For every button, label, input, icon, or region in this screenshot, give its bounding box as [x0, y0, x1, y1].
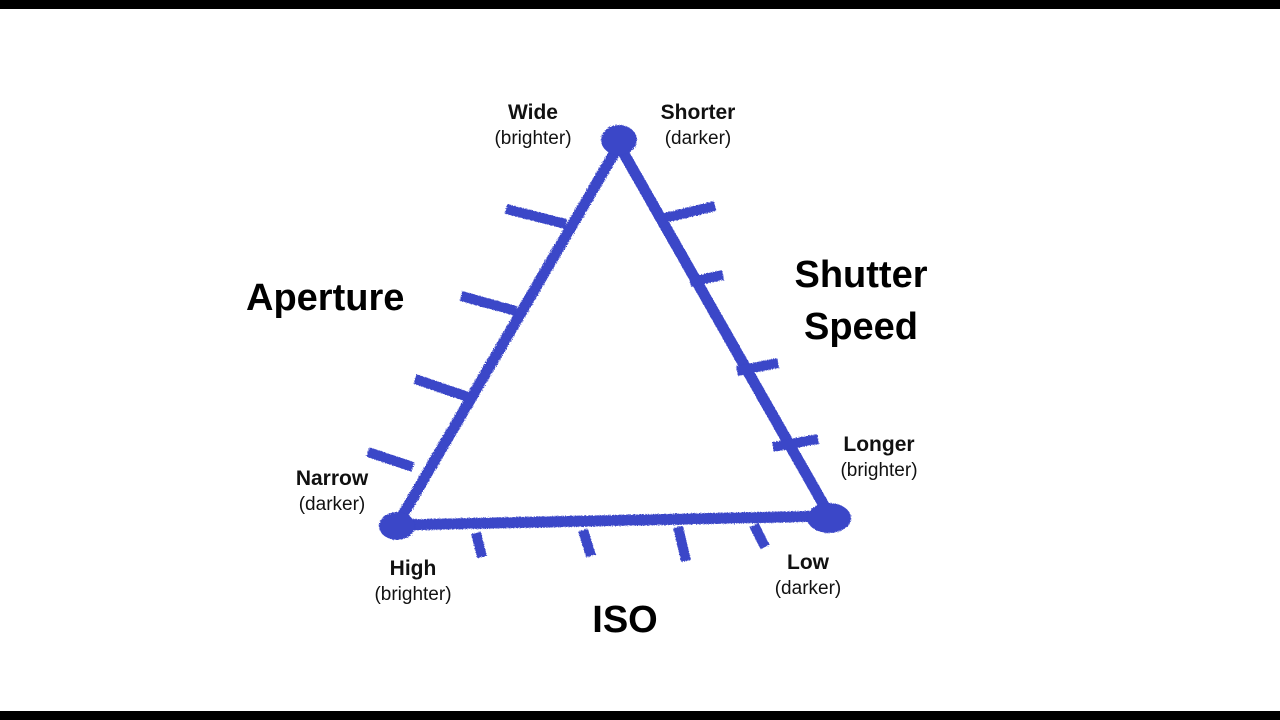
shutter-tick	[688, 270, 725, 287]
shutter-longer-sub: (brighter)	[840, 460, 918, 481]
iso-high-sub: (brighter)	[374, 584, 452, 605]
shutter-tick	[663, 201, 717, 223]
bottom-letterbox-bar	[0, 711, 1280, 720]
iso-low-main: Low	[787, 551, 829, 574]
shutter-longer-label: Longer (brighter)	[829, 432, 929, 484]
aperture-tick	[504, 204, 568, 229]
shutter-speed-title: Shutter Speed	[786, 249, 936, 353]
top-corner-dot	[601, 125, 637, 155]
shutter-tick	[736, 358, 779, 376]
aperture-tick	[459, 291, 518, 316]
iso-tick	[578, 528, 596, 558]
aperture-tick	[366, 447, 415, 472]
iso-low-label: Low (darker)	[758, 550, 858, 602]
iso-low-sub: (darker)	[774, 578, 842, 599]
iso-tick	[471, 531, 487, 559]
aperture-narrow-main: Narrow	[295, 467, 369, 490]
triangle-drawing	[366, 125, 851, 563]
aperture-wide-main: Wide	[508, 101, 558, 124]
shutter-speed-title-line2: Speed	[803, 306, 919, 348]
iso-tick	[749, 522, 770, 550]
shutter-speed-side	[613, 139, 836, 522]
aperture-narrow-sub: (darker)	[298, 494, 366, 515]
shutter-shorter-sub: (darker)	[664, 128, 732, 149]
aperture-title: Aperture	[246, 277, 405, 319]
shutter-shorter-label: Shorter (darker)	[648, 100, 748, 152]
aperture-tick	[413, 374, 473, 403]
shutter-shorter-main: Shorter	[660, 101, 736, 124]
shutter-tick	[772, 434, 819, 452]
aperture-narrow-label: Narrow (darker)	[282, 466, 382, 518]
top-letterbox-bar	[0, 0, 1280, 9]
iso-high-main: High	[389, 557, 437, 580]
bottom-left-corner-dot	[379, 512, 415, 540]
iso-high-label: High (brighter)	[363, 556, 463, 608]
iso-title: ISO	[592, 599, 658, 641]
aperture-side	[391, 139, 625, 531]
shutter-speed-title-line1: Shutter	[794, 254, 928, 296]
iso-tick	[673, 525, 691, 563]
aperture-wide-label: Wide (brighter)	[478, 100, 588, 152]
shutter-longer-main: Longer	[843, 433, 915, 456]
iso-side	[391, 510, 836, 531]
bottom-right-corner-dot	[807, 503, 851, 533]
aperture-wide-sub: (brighter)	[494, 128, 572, 149]
